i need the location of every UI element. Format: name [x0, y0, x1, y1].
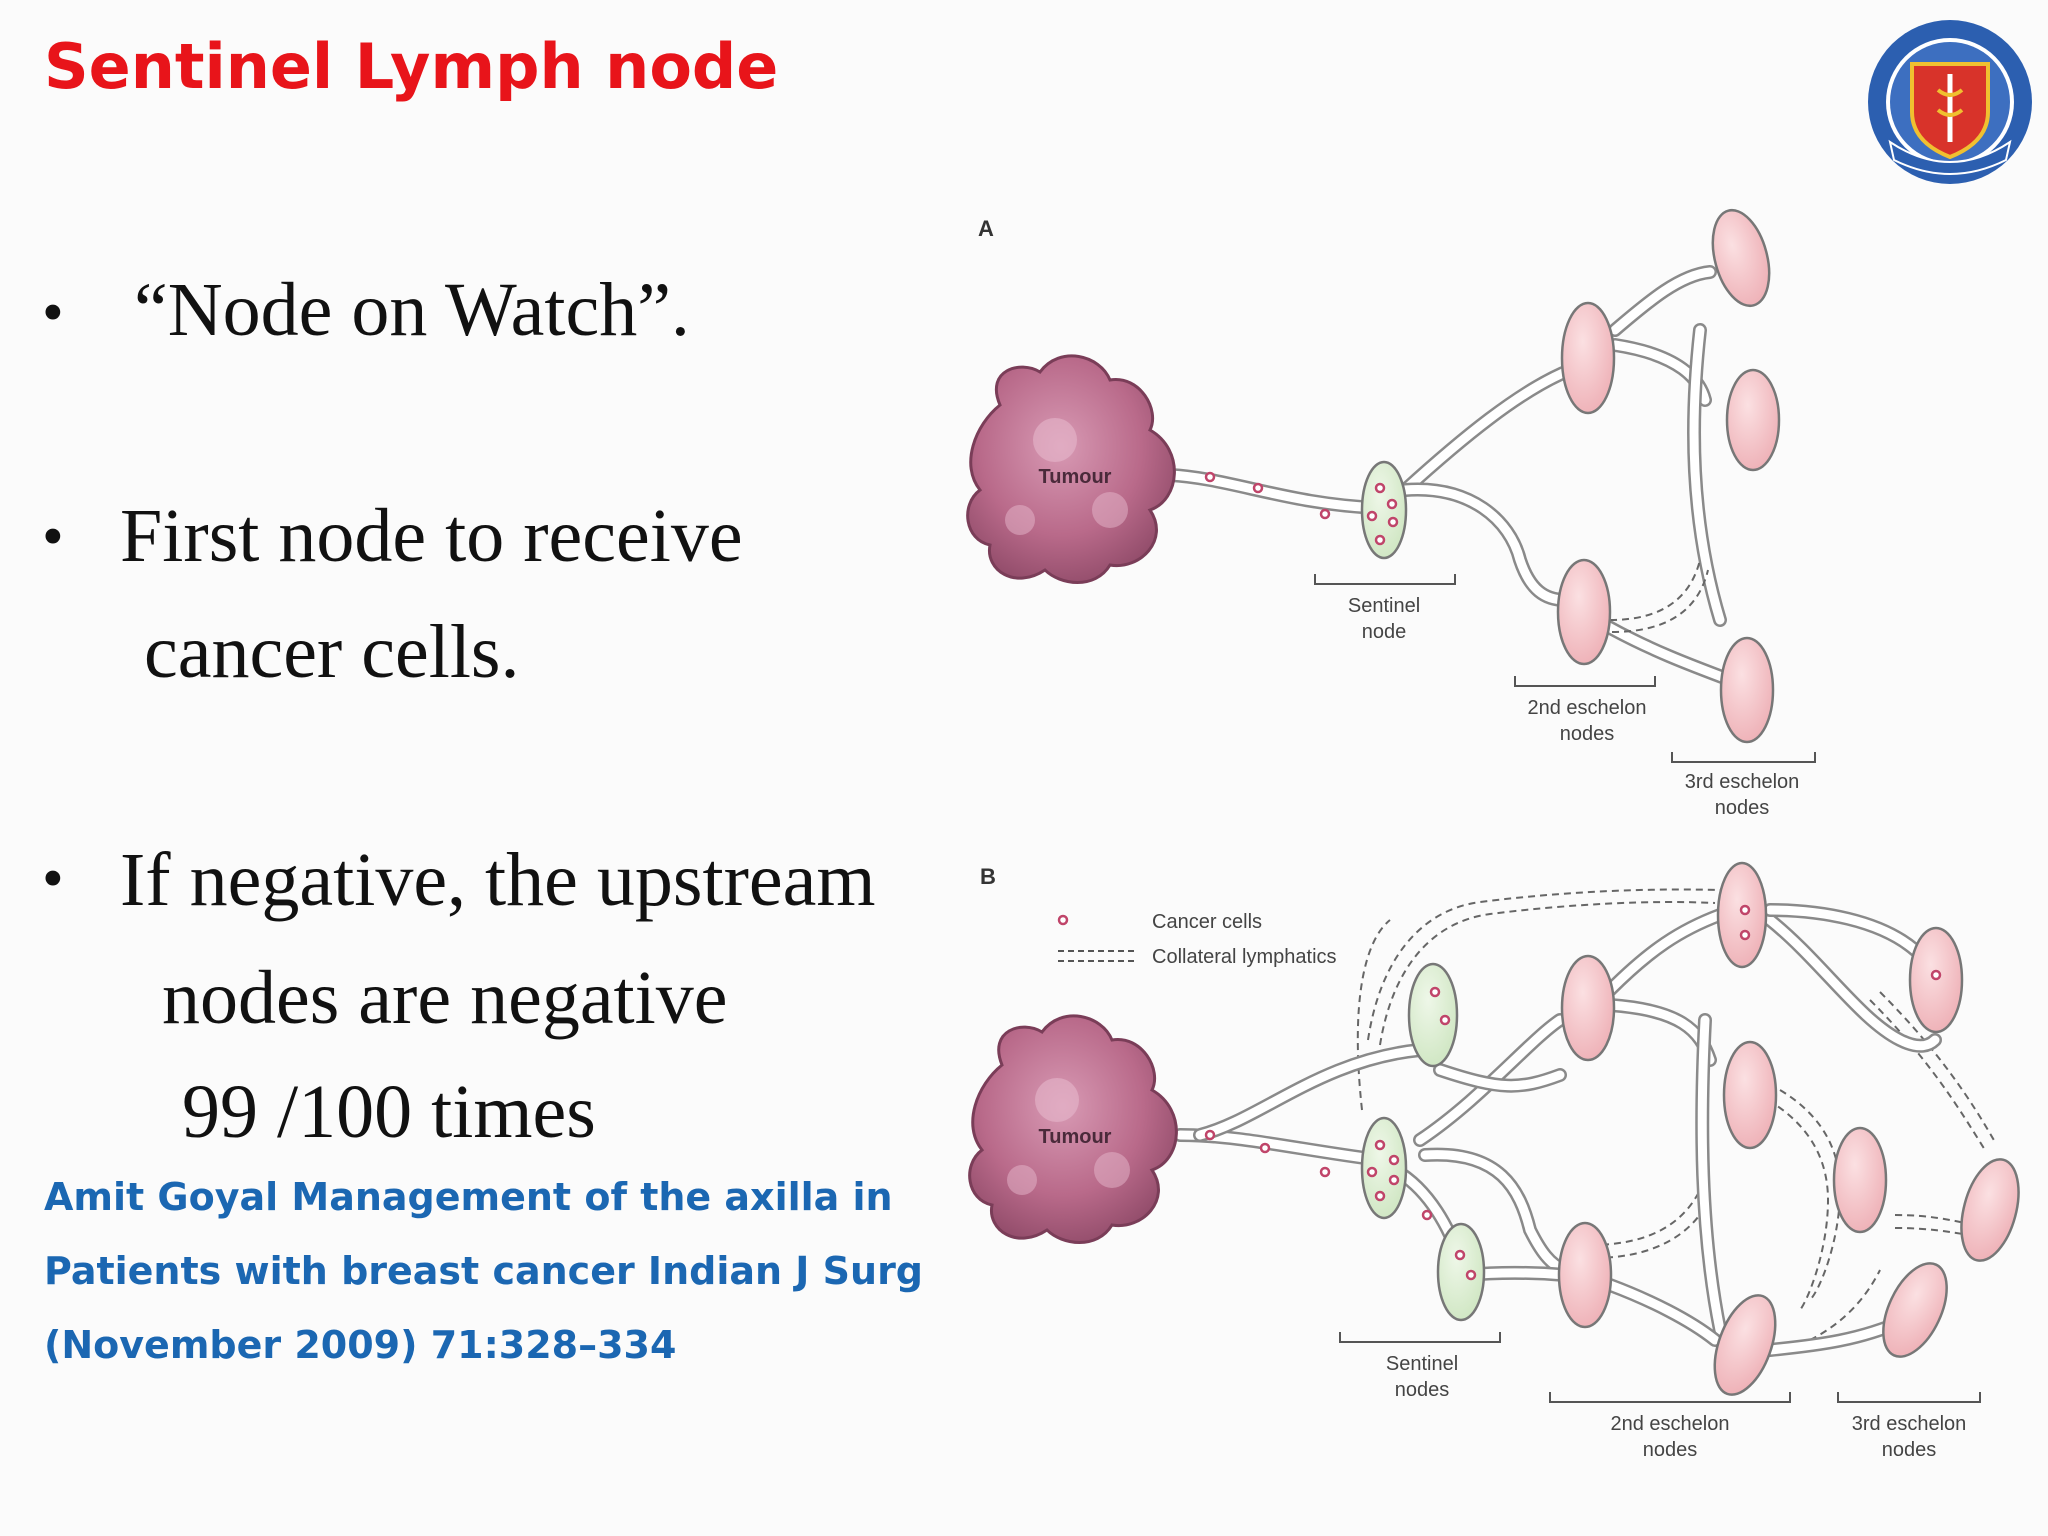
- bullet-3-line-2: nodes are negative: [162, 956, 728, 1040]
- second-echelon-node: [1713, 1294, 1777, 1396]
- panel-b-vessels: [1173, 903, 1942, 1357]
- third-echelon-node: [1832, 1126, 1888, 1234]
- second-echelon-node: [1560, 954, 1616, 1062]
- legend-collateral-lymphatics: Collateral lymphatics: [1152, 946, 1337, 968]
- panel-b-label: B: [980, 864, 996, 889]
- bullet-3-line-3: 99 /100 times: [182, 1070, 596, 1154]
- slide-title: Sentinel Lymph node: [44, 30, 779, 103]
- tumour-a-label: Tumour: [1039, 466, 1112, 488]
- reference-line-3: (November 2009) 71:328–334: [44, 1323, 677, 1367]
- third-echelon-node: [1719, 636, 1775, 744]
- third-echelon-node: [1882, 1262, 1948, 1358]
- second-echelon-node: [1722, 1040, 1778, 1150]
- reference-line-1: Amit Goyal Management of the axilla in: [44, 1175, 893, 1219]
- third-echelon-b-label-line-1: 3rd eschelon: [1852, 1413, 1967, 1435]
- sentinel-node: [1360, 460, 1408, 560]
- third-echelon-label-line-1: 3rd eschelon: [1685, 771, 1800, 793]
- sentinel-node: [1360, 1116, 1408, 1220]
- third-echelon-node: [1725, 368, 1781, 472]
- bullet-dot: •: [42, 503, 64, 571]
- bullet-2-line-2: cancer cells.: [144, 610, 520, 694]
- second-echelon-node: [1557, 1221, 1613, 1329]
- third-echelon-node: [1711, 208, 1771, 308]
- third-echelon-b-label-line-2: nodes: [1882, 1439, 1937, 1461]
- second-echelon-node: [1556, 558, 1612, 666]
- sentinel-label-line-2: node: [1362, 621, 1407, 643]
- tumour-a: Tumour: [966, 354, 1176, 584]
- legend-cancer-cells: Cancer cells: [1152, 911, 1262, 933]
- legend-collateral-icon: [1058, 950, 1135, 962]
- tumour-b: Tumour: [968, 1014, 1178, 1244]
- sentinel-label-line-1: Sentinel: [1348, 595, 1420, 617]
- bullet-dot: •: [42, 845, 64, 913]
- bullet-3-line-1: If negative, the upstream: [120, 838, 876, 922]
- second-echelon-label-line-2: nodes: [1560, 723, 1615, 745]
- third-echelon-label-line-2: nodes: [1715, 797, 1770, 819]
- bullet-dot: •: [42, 279, 64, 347]
- legend-cancer-cell-icon: [1057, 914, 1069, 926]
- university-crest-icon: [1868, 20, 2032, 184]
- bullet-1-line-1: “Node on Watch”.: [134, 268, 690, 352]
- panel-a-vessels: [1163, 265, 1737, 687]
- tumour-b-label: Tumour: [1039, 1126, 1112, 1148]
- panel-a-label: A: [978, 216, 994, 241]
- second-echelon-node: [1716, 861, 1768, 969]
- second-echelon-node: [1560, 301, 1616, 415]
- sentinel-nodes-label-line-1: Sentinel: [1386, 1353, 1458, 1375]
- bullet-2-line-1: First node to receive: [120, 494, 743, 578]
- panel-b-brackets: [1339, 1332, 1981, 1403]
- second-echelon-b-label-line-2: nodes: [1643, 1439, 1698, 1461]
- sentinel-node: [1407, 962, 1459, 1068]
- panel-b-cancer-cells: [1204, 904, 1942, 1281]
- second-echelon-label-line-1: 2nd eschelon: [1528, 697, 1647, 719]
- panel-a-cancer-cells: [1204, 471, 1399, 546]
- reference-line-2: Patients with breast cancer Indian J Sur…: [44, 1249, 924, 1293]
- panel-a-brackets: [1314, 574, 1816, 763]
- third-echelon-node: [1960, 1158, 2020, 1262]
- sentinel-nodes-label-line-2: nodes: [1395, 1379, 1450, 1401]
- sentinel-node: [1436, 1222, 1486, 1322]
- second-echelon-b-label-line-1: 2nd eschelon: [1611, 1413, 1730, 1435]
